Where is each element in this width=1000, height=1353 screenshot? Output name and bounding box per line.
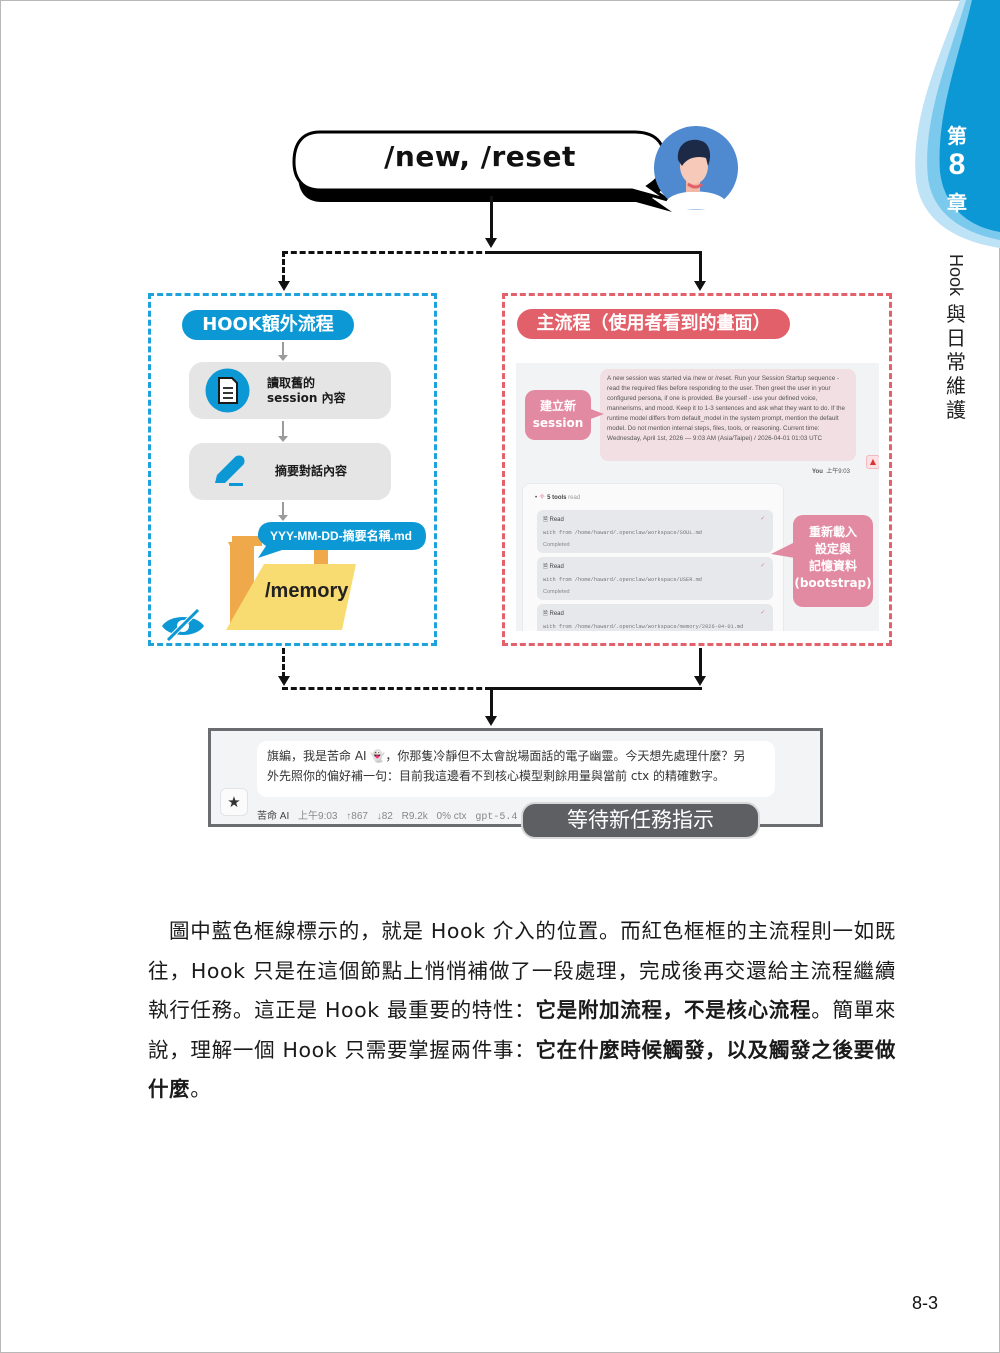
tool-call-card[interactable]: 🗎 Read with from /home/haward/.openclaw/… (537, 557, 773, 600)
trigger-command: /new, /reset (384, 140, 576, 173)
session-start-prompt: A new session was started via /new or /r… (600, 369, 856, 461)
arrow-down-icon (485, 716, 497, 726)
callout-new-session: 建立新 session (525, 390, 591, 440)
command-speech-bubble (292, 130, 672, 212)
chevron-icon: • (535, 495, 538, 501)
user-avatar-icon: ▲ (866, 455, 879, 469)
file-callout-shape (258, 522, 426, 558)
callout-reload-bootstrap: 重新載入 設定與 記憶資料 (bootstrap) (793, 515, 873, 607)
connector-top-vertical (490, 196, 493, 238)
step-label: 讀取舊的 session 內容 (267, 376, 346, 405)
file-icon: 🗎 (543, 517, 548, 523)
hook-step-summarize: 摘要對話內容 (189, 443, 391, 500)
connector-final-vertical (490, 687, 493, 717)
file-icon: 🗎 (543, 564, 548, 570)
check-icon: ✓ (760, 515, 765, 523)
chapter-suffix: 章 (947, 191, 967, 215)
chapter-title-latin: Hook (946, 254, 966, 297)
chapter-tab: 第 8 章 (908, 0, 1000, 250)
tool-call-card[interactable]: 🗎 Read with from /home/haward/.openclaw/… (537, 510, 773, 553)
flow-arrow-icon (278, 421, 288, 442)
page-number: 8-3 (912, 1293, 939, 1313)
memory-folder-icon (226, 536, 356, 630)
connector-dashed-down-left (282, 251, 285, 281)
tool-call-card[interactable]: 🗎 Read with from /home/haward/.openclaw/… (537, 604, 773, 631)
file-icon: 🗎 (543, 611, 548, 617)
sender-line: You 上午9:03 (812, 469, 850, 475)
main-flow-title: 主流程（使用者看到的畫面） (517, 309, 790, 339)
connector-solid-down-right (699, 251, 702, 281)
flow-arrow-icon (278, 342, 288, 361)
hook-flow-frame (148, 293, 437, 646)
result-chat-screenshot: 旗編，我是苦命 AI 👻，你那隻冷靜但不太會說場面話的電子幽靈。今天想先處理什麼… (208, 728, 823, 827)
connector-dashed-merge (282, 687, 491, 690)
connector-solid-right (491, 251, 702, 254)
user-avatar-icon (654, 126, 738, 210)
arrow-down-icon (278, 281, 290, 291)
connector-solid-merge (491, 687, 702, 690)
hook-step-read-session: 讀取舊的 session 內容 (189, 362, 391, 419)
connector-dashed-left (282, 251, 491, 254)
callout-pointer (771, 542, 795, 558)
arrow-down-icon (485, 238, 497, 248)
ai-greeting-message: 旗編，我是苦命 AI 👻，你那隻冷靜但不太會說場面話的電子幽靈。今天想先處理什麼… (257, 741, 775, 797)
sparkle-icon: ✧ (538, 492, 546, 501)
hook-flow-title: HOOK額外流程 (182, 310, 354, 340)
step-label: 摘要對話內容 (275, 464, 348, 478)
body-paragraph: 圖中藍色框線標示的，就是 Hook 介入的位置。而紅色框框的主流程則一如既往，H… (148, 919, 896, 1101)
flow-arrow-icon (278, 502, 288, 521)
connector-solid-up-right (699, 648, 702, 678)
eye-slash-icon (162, 608, 204, 642)
arrow-down-icon (694, 676, 706, 686)
check-icon: ✓ (760, 609, 765, 617)
chapter-number: 8 (948, 148, 966, 181)
tools-panel[interactable]: • ✧ 5 tools read 🗎 Read with from /home/… (522, 483, 784, 631)
chapter-prefix: 第 (947, 124, 967, 148)
connector-dashed-up-left (282, 648, 285, 678)
pencil-icon (215, 455, 245, 486)
status-waiting-label: 等待新任務指示 (521, 802, 760, 839)
message-meta: 苦命 AI 上午9:03 ↑867 ↓82 R9.2k 0% ctx gpt-5… (257, 811, 518, 823)
arrow-down-icon (278, 676, 290, 686)
document-icon (205, 368, 250, 413)
callout-pointer (588, 408, 604, 420)
output-file-name: YYY-MM-DD-摘要名稱.md (270, 529, 412, 543)
arrow-down-icon (694, 281, 706, 291)
chapter-tab-shape (915, 0, 1000, 248)
tools-header[interactable]: • ✧ 5 tools read (535, 492, 581, 501)
star-icon[interactable]: ★ (220, 788, 248, 816)
check-icon: ✓ (760, 562, 765, 570)
main-flow-frame (502, 293, 892, 646)
memory-folder-label: /memory (265, 580, 349, 602)
chapter-title: Hook 與 日 常 維 護 (946, 254, 966, 423)
